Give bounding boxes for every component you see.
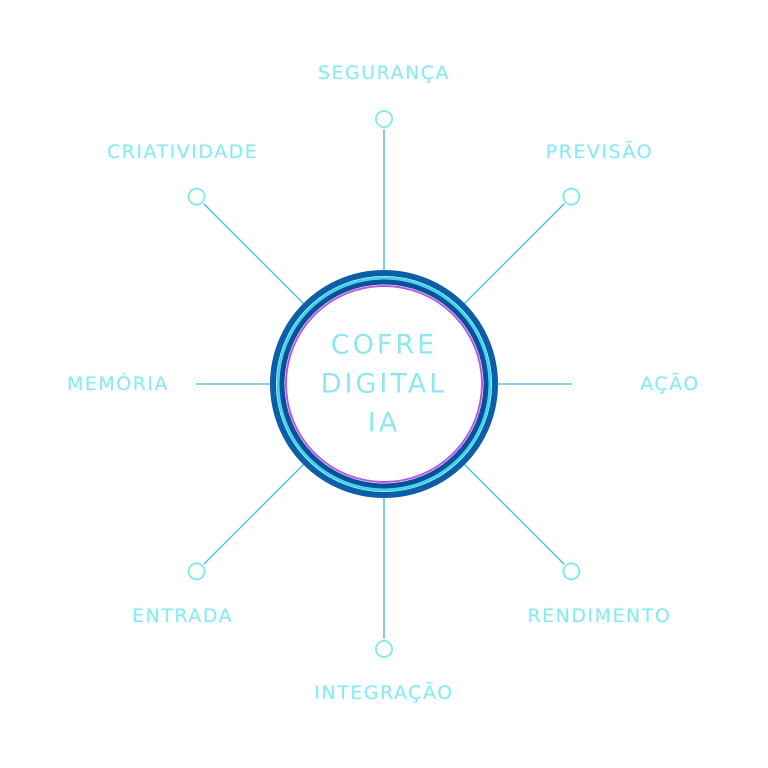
node-circle	[562, 187, 581, 206]
spoke-line	[203, 461, 307, 565]
node-circle	[375, 110, 393, 128]
node-circle	[187, 187, 206, 206]
node-circle	[187, 562, 206, 581]
node-label-7: CRIATIVIDADE	[106, 140, 259, 163]
node-label-1: PREVISÃO	[545, 140, 654, 163]
hub-ring-cyan	[276, 276, 492, 492]
hub-ring-inner	[279, 279, 489, 489]
node-label-6: MEMÓRIA	[66, 373, 170, 395]
spoke-line	[461, 461, 565, 565]
node-circle	[562, 562, 581, 581]
hub-title-line2: DIGITAL	[320, 368, 448, 400]
node-label-0: SEGURANÇA	[317, 62, 451, 84]
spoke-line	[461, 203, 565, 307]
hub-ring-outer	[270, 270, 498, 498]
hub-title: COFRE DIGITAL IA	[321, 326, 448, 443]
node-label-4: INTEGRAÇÃO	[314, 682, 454, 704]
node-label-3: RENDIMENTO	[527, 605, 672, 628]
hub-title-line3: IA	[367, 407, 401, 439]
spoke-line	[203, 203, 307, 307]
node-circle	[375, 640, 393, 658]
node-label-5: ENTRADA	[132, 605, 234, 628]
node-label-2: AÇÃO	[640, 373, 700, 395]
hub-ring-purple	[285, 285, 483, 483]
hub-title-line1: COFRE	[330, 329, 438, 361]
